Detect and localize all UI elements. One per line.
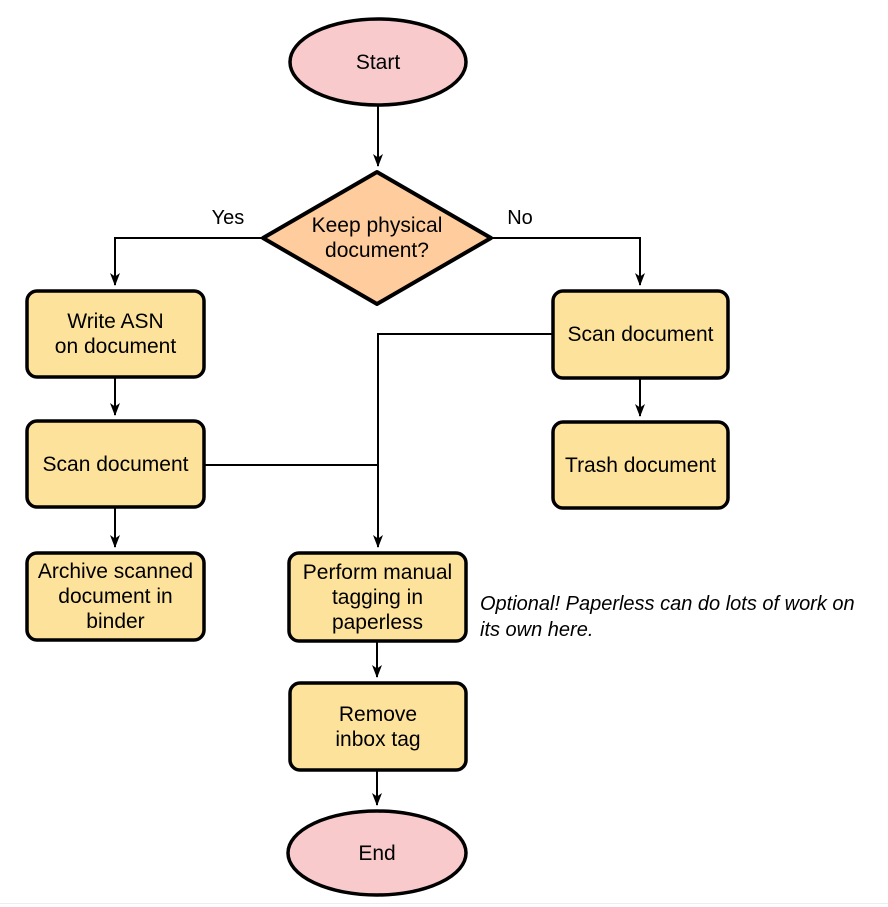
node-scan-left-shape (25, 419, 206, 509)
node-end-shape (286, 809, 468, 897)
node-perform-tagging-shape (287, 551, 468, 643)
edge-decision-yes-branch (110, 237, 263, 286)
node-scan-right-shape (551, 289, 730, 380)
node-decision-shape (261, 170, 493, 306)
bottom-edge-divider (0, 903, 888, 904)
edge-decision-no-branch (491, 237, 645, 286)
node-start-shape (288, 17, 468, 107)
nodes-layer (25, 17, 730, 897)
edges-layer (110, 105, 645, 806)
node-archive-shape (25, 551, 206, 642)
optional-note-text: Optional! Paperless can do lots of work … (480, 593, 855, 641)
edge-scanright-to-tagging (373, 333, 553, 548)
node-remove-inbox-shape (288, 681, 468, 772)
node-write-asn-shape (25, 289, 206, 379)
node-trash-shape (551, 420, 730, 510)
